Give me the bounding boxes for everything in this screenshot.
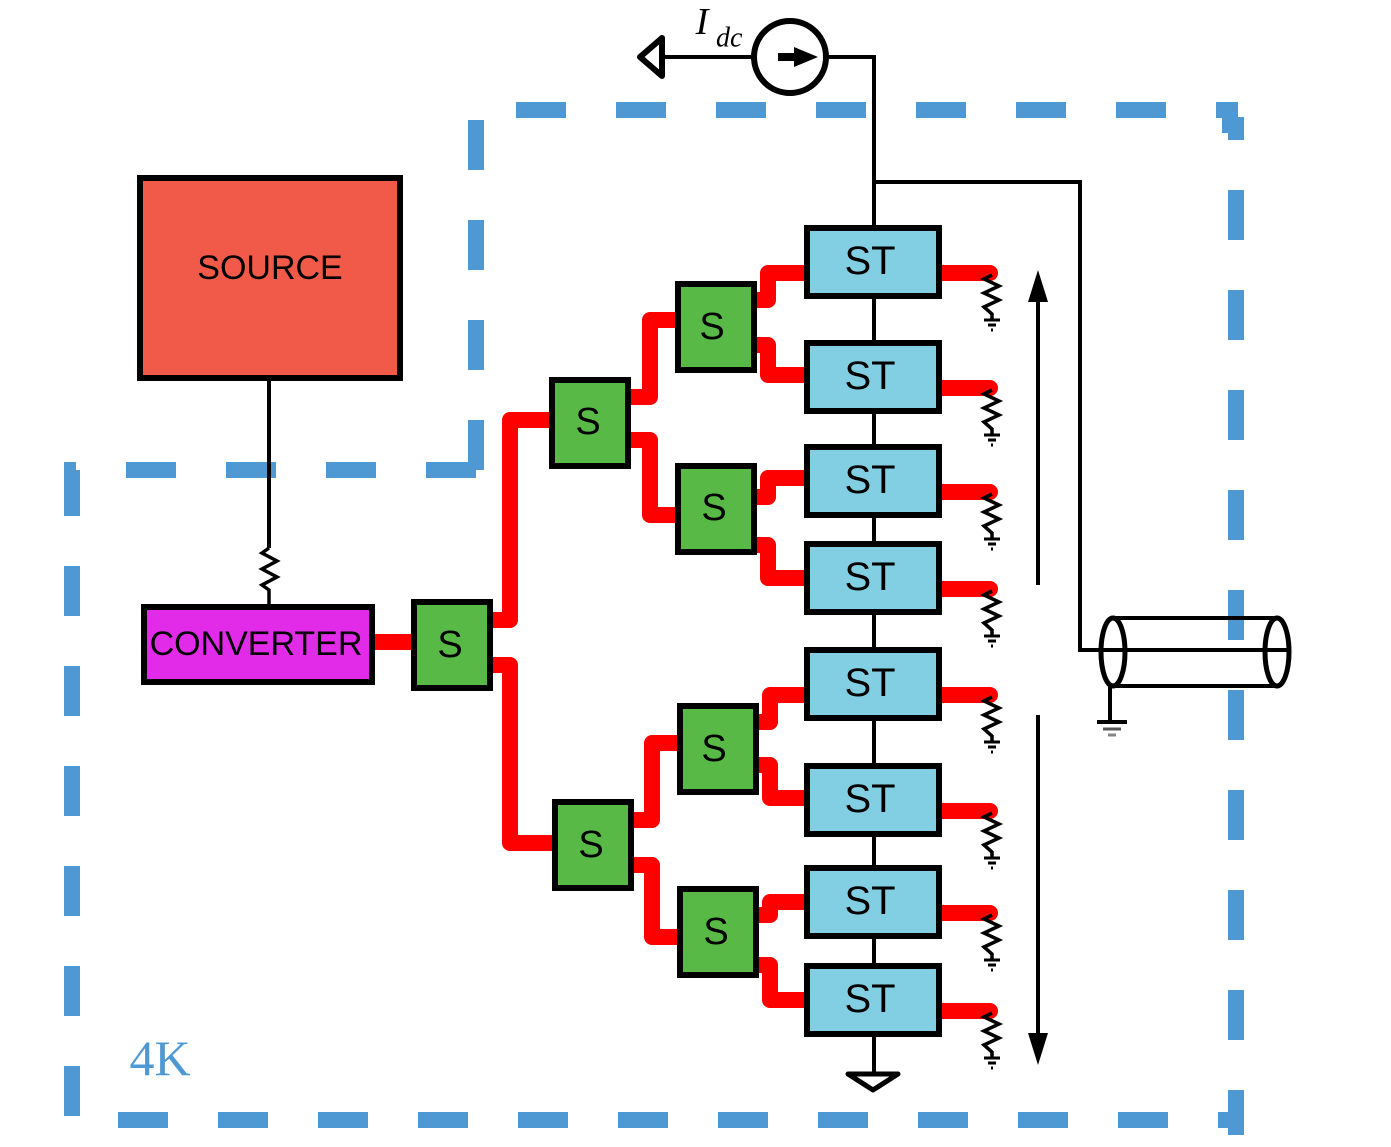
svg-text:S: S: [703, 911, 728, 953]
stage-block-8: ST: [804, 963, 1004, 1070]
svg-text:S: S: [701, 728, 726, 770]
source-block: SOURCE: [137, 175, 403, 381]
stage-block-2: ST: [804, 340, 1004, 447]
converter-block: CONVERTER: [141, 604, 375, 685]
current-source-icon: [637, 18, 876, 228]
current-label: I: [695, 1, 711, 43]
boundary-lower: [64, 462, 1236, 1128]
open-triangle-terminal-icon: [637, 35, 665, 79]
stage-label: ST: [844, 555, 895, 599]
ground-icon: [1097, 720, 1127, 737]
bias-line: [258, 380, 281, 606]
resistor-icon: [979, 811, 1004, 858]
stage-label: ST: [844, 977, 895, 1021]
temperature-label: 4K: [129, 1030, 190, 1086]
resistor-icon: [979, 273, 1004, 320]
boundary-upper: [468, 102, 1244, 1135]
stage-label: ST: [844, 458, 895, 502]
splitter-l3-3: S: [677, 703, 759, 795]
splitter-tree: S S S S S S S: [411, 281, 759, 978]
splitter-l3-1: S: [675, 281, 757, 373]
stage-block-1: ST: [804, 225, 1004, 332]
svg-text:S: S: [699, 306, 724, 348]
resistor-icon: [979, 913, 1004, 960]
splitter-l3-2: S: [675, 463, 757, 555]
resistor-icon: [979, 1011, 1004, 1058]
stage-block-5: ST: [804, 647, 1004, 754]
ground-icon: [984, 856, 1000, 870]
svg-text:S: S: [701, 487, 726, 529]
ground-icon: [984, 1056, 1000, 1070]
resistor-icon: [979, 492, 1004, 539]
ground-icon: [984, 318, 1000, 332]
svg-text:S: S: [578, 824, 603, 866]
arrow-up-icon: [1028, 270, 1048, 585]
stage-block-7: ST: [804, 865, 1004, 972]
svg-text:S: S: [437, 624, 462, 666]
ground-icon: [984, 433, 1000, 447]
stage-block-6: ST: [804, 763, 1004, 870]
svg-text:S: S: [575, 401, 600, 443]
ground-icon: [984, 537, 1000, 551]
stage-label: ST: [844, 661, 895, 705]
stage-stack: ST ST ST ST ST ST ST ST: [804, 225, 1004, 1070]
stage-label: ST: [844, 239, 895, 283]
ground-icon: [984, 958, 1000, 972]
splitter-root: S: [411, 599, 493, 691]
arrow-down-icon: [1028, 715, 1048, 1065]
stage-label: ST: [844, 777, 895, 821]
splitter-l2-lower: S: [552, 799, 634, 891]
splitter-l3-4: S: [677, 886, 759, 978]
resistor-icon: [979, 589, 1004, 636]
source-label: SOURCE: [197, 249, 342, 287]
output-wire: [874, 180, 1290, 652]
stage-label: ST: [844, 354, 895, 398]
resistor-icon: [979, 695, 1004, 742]
coaxial-cable-icon: [1097, 615, 1292, 737]
ground-icon: [845, 1035, 901, 1093]
temperature-boundary: [64, 102, 1244, 1135]
resistor-icon: [258, 546, 281, 606]
ground-icon: [984, 634, 1000, 648]
splitter-l2-upper: S: [549, 377, 631, 469]
rf-lines: [364, 265, 816, 1008]
stage-block-3: ST: [804, 444, 1004, 551]
resistor-icon: [979, 388, 1004, 435]
stage-label: ST: [844, 879, 895, 923]
stage-block-4: ST: [804, 541, 1004, 648]
current-label-subscript: dc: [716, 23, 743, 54]
ground-icon: [984, 740, 1000, 754]
converter-label: CONVERTER: [150, 625, 363, 663]
